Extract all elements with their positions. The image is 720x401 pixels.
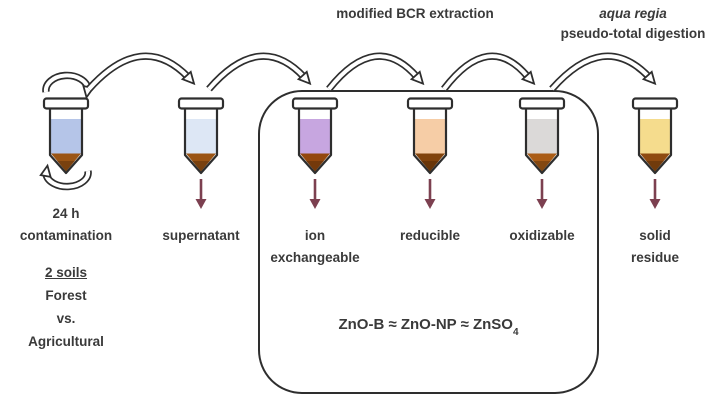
down-arrow-icon	[536, 179, 548, 209]
tube-oxidizable	[518, 97, 566, 175]
label-line: solid	[639, 228, 671, 243]
soils-note: 2 soils Forest vs. Agricultural	[5, 261, 127, 353]
tube-ion-exchangeable	[291, 97, 339, 175]
transfer-arrow-2-icon	[206, 52, 312, 92]
aqua-regia-title: aqua regia pseudo-total digestion	[540, 4, 720, 44]
label-line: reducible	[399, 228, 461, 243]
transfer-arrow-5-icon	[549, 52, 657, 92]
label-line: residue	[630, 250, 680, 265]
transfer-arrow-3-icon	[326, 52, 425, 92]
tube-sediment	[300, 153, 330, 172]
label-line: supernatant	[162, 228, 240, 243]
tube-liquid	[526, 119, 558, 155]
tube-solid-residue	[631, 97, 679, 175]
tube-cap	[631, 97, 679, 110]
soils-versus: vs.	[56, 311, 76, 326]
tube-sediment	[527, 153, 557, 172]
tube-body-outline	[524, 108, 560, 175]
bcr-extraction-title: modified BCR extraction	[336, 6, 494, 21]
sediment-tip-shade	[533, 161, 551, 172]
tube-contamination	[42, 97, 90, 175]
tube-cap	[177, 97, 225, 110]
tube-cap	[42, 97, 90, 110]
tube-body-outline	[637, 108, 673, 175]
tube-liquid	[299, 119, 331, 155]
formula-subscript: 4	[512, 327, 519, 338]
down-arrow-icon	[649, 179, 661, 209]
tube-sediment	[415, 153, 445, 172]
tube-liquid	[414, 119, 446, 155]
sediment-tip-shade	[646, 161, 664, 172]
label-line: oxidizable	[509, 228, 575, 243]
tube-sediment	[186, 153, 216, 172]
tube-cap	[406, 97, 454, 110]
label-line: contamination	[19, 228, 113, 243]
label-supernatant: supernatant	[131, 225, 271, 247]
sediment-tip-shade	[192, 161, 210, 172]
tube-body-outline	[412, 108, 448, 175]
aqua-regia-line2: pseudo-total digestion	[560, 26, 706, 41]
transfer-arrow-4-icon	[441, 52, 536, 92]
tube-body-outline	[183, 108, 219, 175]
formula-text: ZnO-B ≈ ZnO-NP ≈ ZnSO	[338, 316, 513, 333]
down-arrow-icon	[195, 179, 207, 209]
transfer-arrow-1-icon	[86, 52, 196, 92]
label-solid-residue: solid residue	[585, 225, 720, 269]
tube-liquid	[50, 119, 82, 155]
label-contamination: 24 h contamination	[0, 203, 136, 247]
sediment-tip-shade	[57, 161, 75, 172]
sediment-tip-shade	[306, 161, 324, 172]
aqua-regia-line1: aqua regia	[599, 6, 667, 21]
tube-cap	[291, 97, 339, 110]
label-line: exchangeable	[270, 250, 360, 265]
tube-liquid	[185, 119, 217, 155]
down-arrow-icon	[309, 179, 321, 209]
tube-liquid	[639, 119, 671, 155]
label-line: 24 h	[52, 206, 80, 221]
label-ion-exchangeable: ion exchangeable	[245, 225, 385, 269]
zn-treatments-formula: ZnO-B ≈ ZnO-NP ≈ ZnSO4	[258, 316, 599, 338]
tube-reducible	[406, 97, 454, 175]
soil-agricultural: Agricultural	[28, 334, 104, 349]
soil-forest: Forest	[45, 288, 87, 303]
label-line: ion	[304, 228, 326, 243]
sediment-tip-shade	[421, 161, 439, 172]
rotation-arrow-bottom-icon	[39, 163, 92, 191]
label-oxidizable: oxidizable	[472, 225, 612, 247]
soils-title: 2 soils	[44, 265, 88, 280]
tube-sediment	[640, 153, 670, 172]
tube-sediment	[51, 153, 81, 172]
tube-supernatant	[177, 97, 225, 175]
tube-body-outline	[48, 108, 84, 175]
tube-cap	[518, 97, 566, 110]
bcr-fractions-box	[258, 90, 599, 394]
tube-body-outline	[297, 108, 333, 175]
down-arrow-icon	[424, 179, 436, 209]
label-reducible: reducible	[360, 225, 500, 247]
